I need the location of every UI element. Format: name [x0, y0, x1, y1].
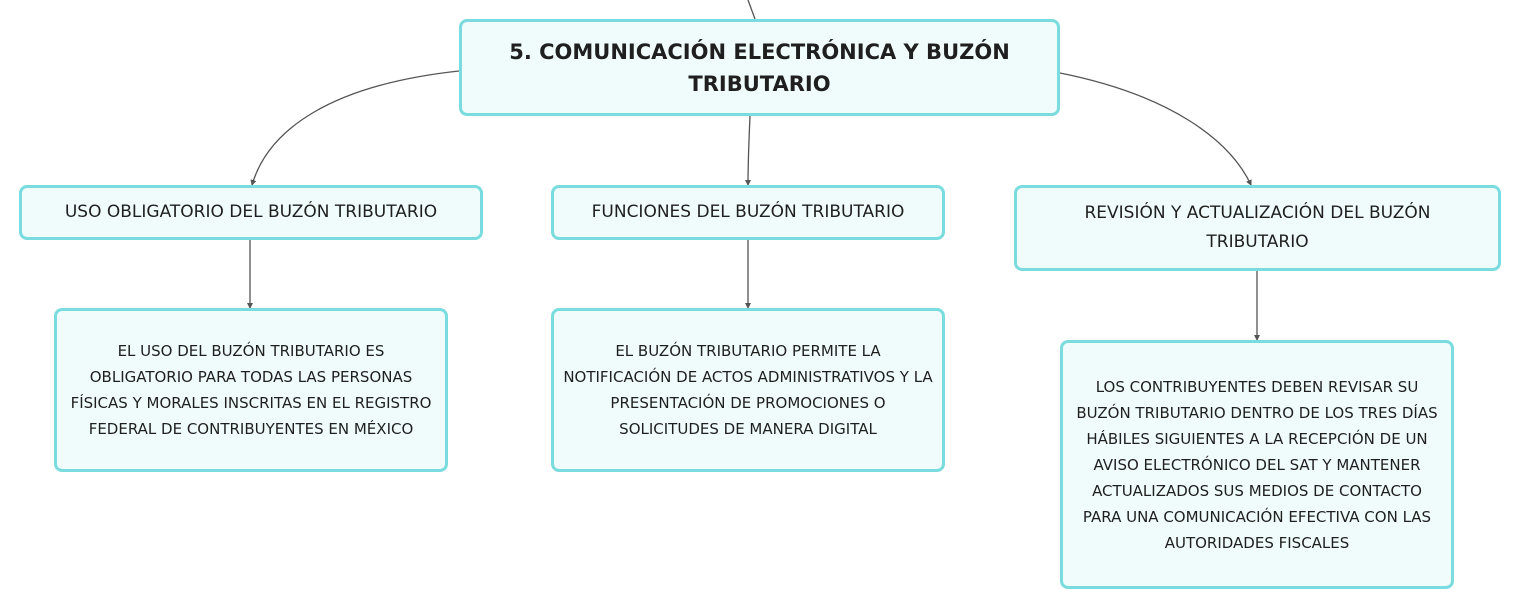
detail-text: LOS CONTRIBUYENTES DEBEN REVISAR SU BUZÓ… [1076, 377, 1438, 552]
branch-label: FUNCIONES DEL BUZÓN TRIBUTARIO [591, 202, 905, 222]
connector-root-to-uso [250, 70, 460, 186]
detail-text: EL USO DEL BUZÓN TRIBUTARIO ES OBLIGATOR… [70, 342, 432, 438]
branch-label: USO OBLIGATORIO DEL BUZÓN TRIBUTARIO [64, 202, 438, 222]
connector-root-to-revision [1059, 72, 1252, 186]
branch-node-uso-obligatorio[interactable]: USO OBLIGATORIO DEL BUZÓN TRIBUTARIO [19, 185, 483, 240]
detail-node-revision-actualizacion[interactable]: LOS CONTRIBUYENTES DEBEN REVISAR SU BUZÓ… [1060, 340, 1454, 589]
detail-text: EL BUZÓN TRIBUTARIO PERMITE LA NOTIFICAC… [563, 342, 933, 438]
connector-parent-to-root [747, 0, 756, 20]
detail-node-uso-obligatorio[interactable]: EL USO DEL BUZÓN TRIBUTARIO ES OBLIGATOR… [54, 308, 448, 472]
connector-root-to-funciones [745, 115, 752, 186]
root-topic-title: 5. COMUNICACIÓN ELECTRÓNICA Y BUZÓN TRIB… [509, 39, 1010, 96]
branch-node-revision-actualizacion[interactable]: REVISIÓN Y ACTUALIZACIÓN DEL BUZÓN TRIBU… [1014, 185, 1501, 271]
branch-label: REVISIÓN Y ACTUALIZACIÓN DEL BUZÓN TRIBU… [1084, 203, 1431, 252]
detail-node-funciones[interactable]: EL BUZÓN TRIBUTARIO PERMITE LA NOTIFICAC… [551, 308, 945, 472]
root-topic-node[interactable]: 5. COMUNICACIÓN ELECTRÓNICA Y BUZÓN TRIB… [459, 19, 1060, 116]
branch-node-funciones[interactable]: FUNCIONES DEL BUZÓN TRIBUTARIO [551, 185, 945, 240]
